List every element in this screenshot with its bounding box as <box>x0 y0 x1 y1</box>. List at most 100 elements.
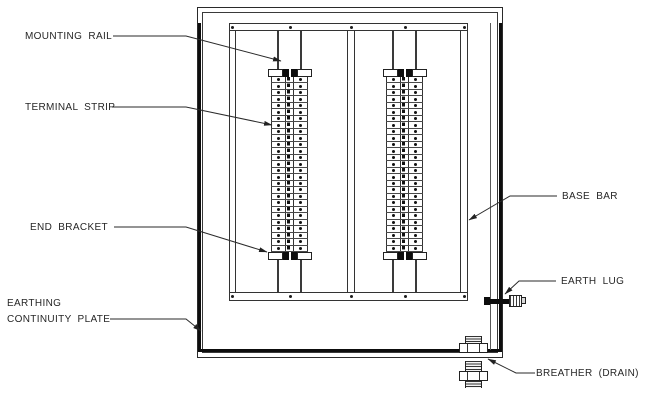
end-bracket-block <box>383 252 398 260</box>
terminal-screw-dot <box>277 91 280 95</box>
terminal-cell <box>386 226 401 232</box>
terminal-cell <box>271 141 286 148</box>
terminal-screw-dot <box>414 162 417 166</box>
terminal-screw-dot <box>414 169 417 173</box>
base-bar-bottom <box>229 292 468 301</box>
terminal-screw-dot <box>392 194 395 198</box>
base-bar-left <box>229 31 236 292</box>
enclosure-inner-flange <box>202 12 498 353</box>
terminal-cell <box>408 232 423 239</box>
terminal-cell <box>271 200 286 206</box>
terminal-screw-dot <box>392 214 395 218</box>
terminal-cell <box>293 128 308 135</box>
terminal-screw-dot <box>299 104 302 108</box>
terminal-screw-dot <box>392 136 395 140</box>
terminal-screw-dot <box>277 201 280 205</box>
terminal-screw-dot <box>277 78 280 82</box>
terminal-cell <box>293 206 308 213</box>
terminal-screw-dot <box>277 207 280 211</box>
terminal-cell <box>293 226 308 232</box>
terminal-screw-dot <box>299 78 302 82</box>
terminal-cell <box>271 154 286 161</box>
label-earth-lug: EARTH LUG <box>561 276 625 287</box>
terminal-screw-dot <box>392 175 395 179</box>
terminal-screw-dot <box>392 156 395 160</box>
end-bracket-bottom-left-strip <box>268 252 312 260</box>
terminal-screw-dot <box>277 130 280 134</box>
terminal-screw-dot <box>414 246 417 250</box>
terminal-cell <box>386 89 401 96</box>
terminal-cell <box>386 161 401 167</box>
terminal-screw-dot <box>414 201 417 205</box>
terminal-cell <box>386 167 401 174</box>
end-bracket-block <box>383 69 398 77</box>
terminal-strip-left <box>271 77 308 253</box>
terminal-cell <box>408 200 423 206</box>
terminal-screw-dot <box>392 169 395 173</box>
terminal-cell <box>408 174 423 180</box>
terminal-screw-dot <box>277 181 280 185</box>
terminal-cell <box>408 135 423 141</box>
panel-screw <box>230 25 234 29</box>
end-bracket-gap <box>404 252 406 260</box>
terminal-screw-dot <box>299 246 302 250</box>
label-earthing-line2: CONTINUITY PLATE <box>7 313 111 325</box>
terminal-screw-dot <box>392 123 395 127</box>
terminal-screw-dot <box>414 181 417 185</box>
terminal-cell <box>408 102 423 109</box>
terminal-screw-dot <box>299 84 302 88</box>
end-bracket-block <box>268 69 283 77</box>
terminal-cell <box>271 89 286 96</box>
terminal-screw-dot <box>299 110 302 114</box>
terminal-screw-dot <box>414 143 417 147</box>
terminal-screw-dot <box>299 188 302 192</box>
terminal-cell <box>386 115 401 122</box>
terminal-screw-dot <box>414 175 417 179</box>
terminal-cell <box>408 96 423 102</box>
terminal-screw-dot <box>392 84 395 88</box>
terminal-screw-dot <box>414 110 417 114</box>
end-bracket-gap <box>404 69 406 77</box>
mounting-rail <box>415 260 417 292</box>
terminal-screw-dot <box>277 162 280 166</box>
panel-screw <box>403 295 407 298</box>
end-bracket-block <box>412 252 427 260</box>
terminal-strip-center-channel <box>287 77 290 252</box>
earth-lug-cap <box>521 297 526 304</box>
end-bracket-top-left-strip <box>268 69 312 77</box>
terminal-cell <box>386 232 401 239</box>
terminal-cell <box>293 89 308 96</box>
terminal-screw-dot <box>277 97 280 101</box>
leader-earthing-plate <box>110 318 202 332</box>
breather-thread-top <box>465 336 482 344</box>
terminal-cell <box>271 226 286 232</box>
terminal-cell <box>293 122 308 128</box>
terminal-screw-dot <box>299 136 302 140</box>
terminal-screw-dot <box>277 110 280 114</box>
terminal-screw-dot <box>299 169 302 173</box>
terminal-cell <box>408 77 423 83</box>
terminal-screw-dot <box>299 201 302 205</box>
terminal-cell <box>293 83 308 89</box>
terminal-cell <box>386 102 401 109</box>
earth-lug-washer <box>484 297 490 305</box>
terminal-screw-dot <box>392 97 395 101</box>
terminal-cell <box>408 167 423 174</box>
terminal-screw-dot <box>414 104 417 108</box>
terminal-cell <box>386 148 401 154</box>
terminal-cell <box>271 161 286 167</box>
terminal-cell <box>271 187 286 193</box>
terminal-screw-dot <box>392 246 395 250</box>
terminal-cell <box>271 180 286 187</box>
terminal-screw-dot <box>277 169 280 173</box>
terminal-screw-dot <box>277 136 280 140</box>
terminal-cell <box>293 174 308 180</box>
terminal-cell <box>386 154 401 161</box>
label-base-bar: BASE BAR <box>562 191 618 202</box>
panel-screw <box>288 25 292 29</box>
terminal-cell <box>271 122 286 128</box>
label-end-bracket: END BRACKET <box>30 222 108 233</box>
panel-screw <box>230 295 234 298</box>
terminal-screw-dot <box>299 220 302 224</box>
terminal-cell <box>293 239 308 245</box>
